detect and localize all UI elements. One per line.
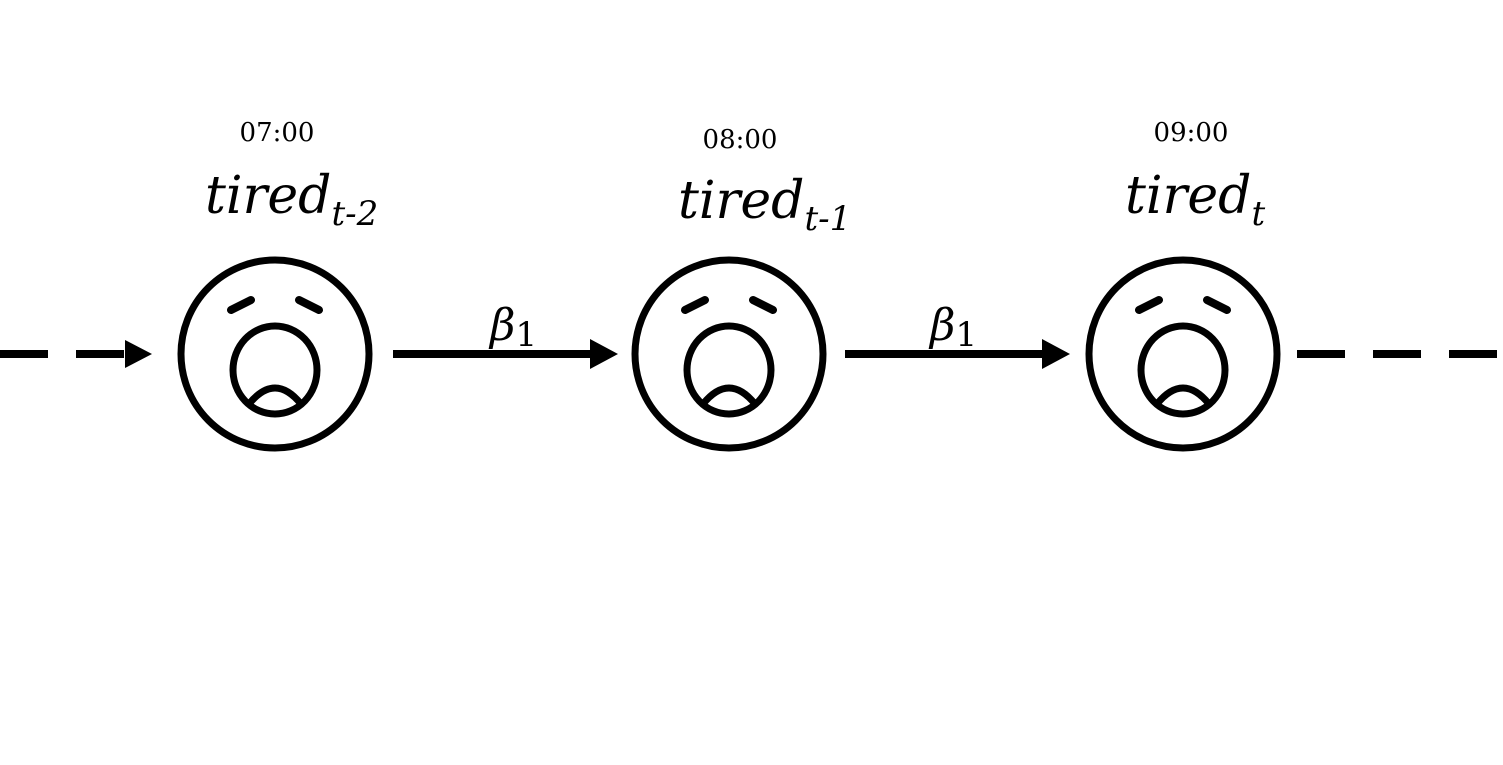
node-label: tiredt-2	[205, 166, 378, 234]
edge-label-first: β1	[488, 300, 537, 355]
node-label: tiredt-1	[678, 171, 851, 239]
edge-label-second: β1	[928, 300, 977, 355]
time-label: 09:00	[1154, 118, 1229, 148]
node-label: tiredt	[1125, 166, 1265, 234]
incoming-dashed-edge	[0, 340, 152, 368]
node-tired-t: 09:00 tiredt	[1085, 118, 1281, 452]
tired-face-icon	[177, 256, 373, 452]
tired-face-icon	[631, 256, 827, 452]
time-label: 08:00	[703, 125, 778, 155]
time-label: 07:00	[240, 118, 315, 148]
edge-beta-1-second: β1	[845, 300, 1070, 369]
tired-face-icon	[1085, 256, 1281, 452]
node-tired-t-2: 07:00 tiredt-2	[177, 118, 378, 452]
node-tired-t-1: 08:00 tiredt-1	[631, 125, 851, 452]
edge-beta-1-first: β1	[393, 300, 618, 369]
